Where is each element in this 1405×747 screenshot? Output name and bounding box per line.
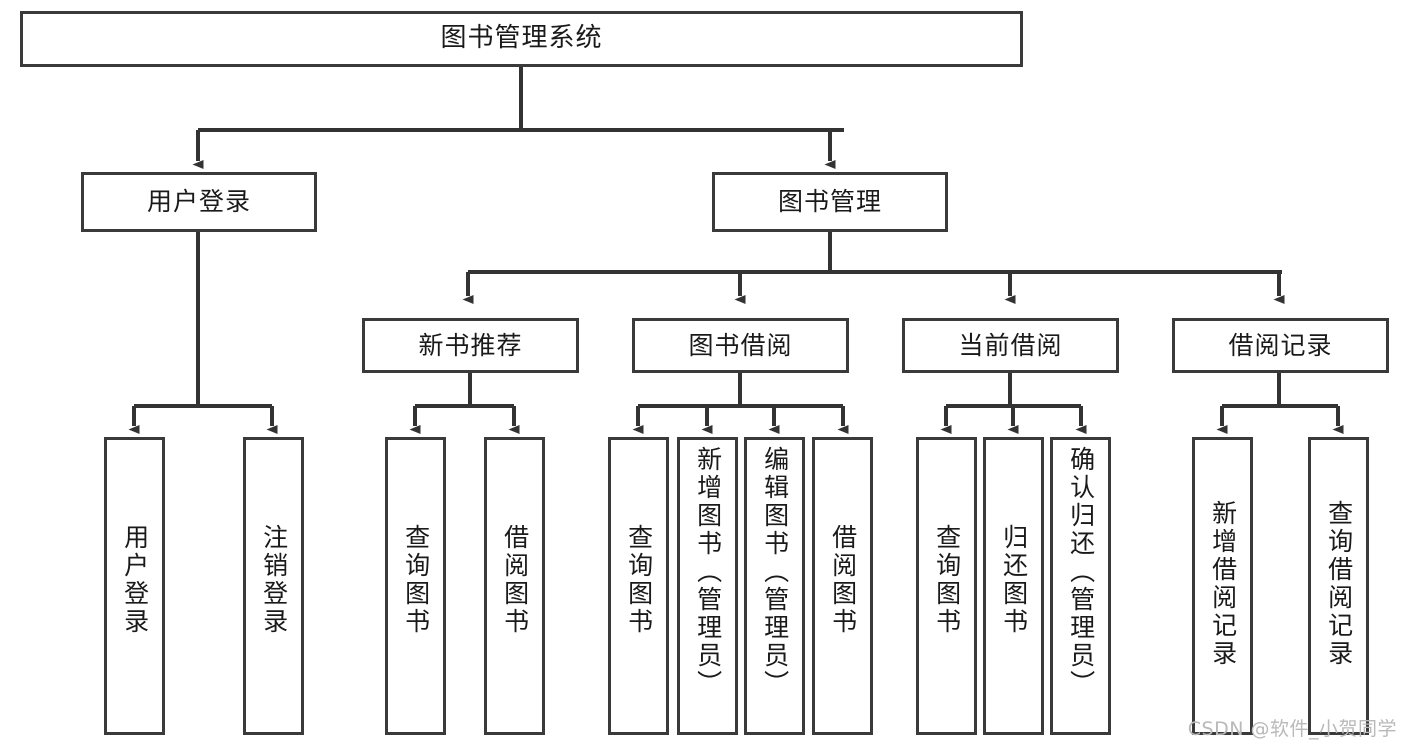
node-user-login[interactable]: 用户登录 <box>81 172 317 232</box>
leaf-node-borrow-books-newbook[interactable]: 借阅图书 <box>484 437 545 735</box>
leaf-node-query-books-current[interactable]: 查询图书 <box>916 437 977 735</box>
node-label: 确认归还（管理员） <box>1066 446 1096 698</box>
node-label: 查询图书 <box>932 524 962 636</box>
node-label: 图书管理 <box>777 187 882 216</box>
node-label: 编辑图书（管理员） <box>760 446 790 698</box>
node-label: 图书管理系统 <box>440 23 603 54</box>
leaf-node-add-book-admin[interactable]: 新增图书（管理员） <box>677 437 738 735</box>
leaf-node-logout[interactable]: 注销登录 <box>243 437 304 735</box>
leaf-node-query-books-borrow[interactable]: 查询图书 <box>608 437 669 735</box>
node-label: 查询借阅记录 <box>1324 500 1354 668</box>
node-label: 图书借阅 <box>688 330 793 360</box>
node-root-book-management-system[interactable]: 图书管理系统 <box>20 11 1023 67</box>
node-label: 用户登录 <box>146 187 251 216</box>
node-label: 新增借阅记录 <box>1208 500 1238 668</box>
watermark-text: CSDN @软件_小贺同学 <box>1187 718 1397 740</box>
node-label: 注销登录 <box>259 524 289 636</box>
leaf-node-confirm-return-admin[interactable]: 确认归还（管理员） <box>1050 437 1111 735</box>
node-label: 查询图书 <box>401 524 431 636</box>
leaf-node-return-books[interactable]: 归还图书 <box>983 437 1044 735</box>
node-label: 当前借阅 <box>958 330 1063 360</box>
node-label: 借阅记录 <box>1228 330 1333 360</box>
leaf-node-edit-book-admin[interactable]: 编辑图书（管理员） <box>744 437 805 735</box>
leaf-node-borrow-books[interactable]: 借阅图书 <box>812 437 873 735</box>
node-label: 归还图书 <box>999 524 1029 636</box>
node-label: 新书推荐 <box>418 330 523 360</box>
node-label: 查询图书 <box>624 524 654 636</box>
node-book-management[interactable]: 图书管理 <box>712 172 948 232</box>
node-book-borrowing[interactable]: 图书借阅 <box>632 318 849 373</box>
node-current-borrowing[interactable]: 当前借阅 <box>902 318 1119 373</box>
node-label: 新增图书（管理员） <box>693 446 723 698</box>
leaf-node-query-books-newbook[interactable]: 查询图书 <box>385 437 446 735</box>
node-new-book-recommendation[interactable]: 新书推荐 <box>362 318 579 373</box>
node-label: 借阅图书 <box>828 524 858 636</box>
leaf-node-query-borrow-record[interactable]: 查询借阅记录 <box>1308 437 1369 735</box>
leaf-node-add-borrow-record[interactable]: 新增借阅记录 <box>1192 437 1253 735</box>
leaf-node-user-login[interactable]: 用户登录 <box>104 437 165 735</box>
node-label: 用户登录 <box>120 524 150 636</box>
node-borrowing-records[interactable]: 借阅记录 <box>1172 318 1389 373</box>
node-label: 借阅图书 <box>500 524 530 636</box>
